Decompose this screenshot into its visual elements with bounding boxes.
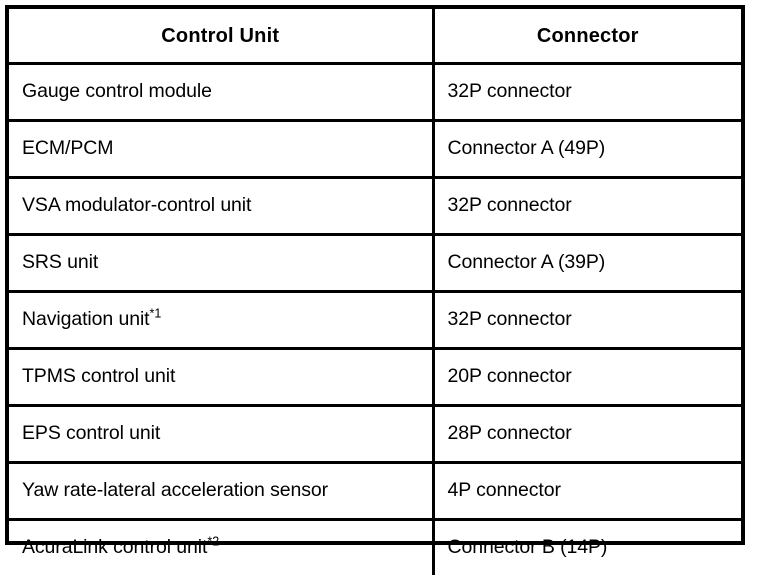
cell-connector: 20P connector — [433, 349, 741, 406]
cell-control-unit: VSA modulator-control unit — [9, 178, 433, 235]
cell-connector: Connector B (14P) — [433, 520, 741, 575]
cell-connector: 32P connector — [433, 178, 741, 235]
table-header-row: Control Unit Connector — [9, 9, 741, 64]
table-row: AcuraLink control unit*2 Connector B (14P… — [9, 520, 741, 575]
cell-control-unit: Gauge control module — [9, 64, 433, 121]
cell-connector: 32P connector — [433, 64, 741, 121]
cell-control-unit: TPMS control unit — [9, 349, 433, 406]
connector-label: 28P connector — [448, 422, 572, 444]
table-row: Navigation unit*1 32P connector — [9, 292, 741, 349]
cell-control-unit: AcuraLink control unit*2 — [9, 520, 433, 575]
cell-connector: 4P connector — [433, 463, 741, 520]
cell-control-unit: ECM/PCM — [9, 121, 433, 178]
control-unit-label: EPS control unit — [22, 422, 160, 444]
cell-control-unit: EPS control unit — [9, 406, 433, 463]
control-unit-connector-table: Control Unit Connector Gauge control mod… — [9, 9, 741, 575]
connector-label: 4P connector — [448, 479, 561, 501]
footnote-marker: *2 — [207, 535, 219, 549]
connector-label: 32P connector — [448, 308, 572, 330]
control-unit-label: TPMS control unit — [22, 365, 175, 387]
connector-label: Connector A (49P) — [448, 137, 606, 159]
table-row: Yaw rate-lateral acceleration sensor 4P c… — [9, 463, 741, 520]
table-header: Control Unit Connector — [9, 9, 741, 64]
table-row: Gauge control module 32P connector — [9, 64, 741, 121]
table-row: SRS unit Connector A (39P) — [9, 235, 741, 292]
connector-label: 20P connector — [448, 365, 572, 387]
column-header-connector: Connector — [433, 9, 741, 64]
control-unit-label: Gauge control module — [22, 80, 212, 102]
footnote-marker: *1 — [150, 307, 162, 321]
cell-connector: Connector A (49P) — [433, 121, 741, 178]
control-unit-label: VSA modulator-control unit — [22, 194, 251, 216]
control-unit-label: Navigation unit — [22, 308, 150, 330]
control-unit-label: ECM/PCM — [22, 137, 113, 159]
table-row: VSA modulator-control unit 32P connector — [9, 178, 741, 235]
connector-label: Connector B (14P) — [448, 536, 608, 558]
table-row: ECM/PCM Connector A (49P) — [9, 121, 741, 178]
table-row: EPS control unit 28P connector — [9, 406, 741, 463]
connector-label: 32P connector — [448, 80, 572, 102]
cell-control-unit: Navigation unit*1 — [9, 292, 433, 349]
control-unit-label: AcuraLink control unit — [22, 536, 207, 558]
cell-connector: 32P connector — [433, 292, 741, 349]
cell-connector: Connector A (39P) — [433, 235, 741, 292]
table-row: TPMS control unit 20P connector — [9, 349, 741, 406]
table-container: Control Unit Connector Gauge control mod… — [5, 5, 745, 545]
control-unit-label: Yaw rate-lateral acceleration sensor — [22, 479, 328, 501]
connector-label: Connector A (39P) — [448, 251, 606, 273]
cell-control-unit: Yaw rate-lateral acceleration sensor — [9, 463, 433, 520]
column-header-control-unit: Control Unit — [9, 9, 433, 64]
cell-control-unit: SRS unit — [9, 235, 433, 292]
connector-label: 32P connector — [448, 194, 572, 216]
control-unit-label: SRS unit — [22, 251, 98, 273]
cell-connector: 28P connector — [433, 406, 741, 463]
